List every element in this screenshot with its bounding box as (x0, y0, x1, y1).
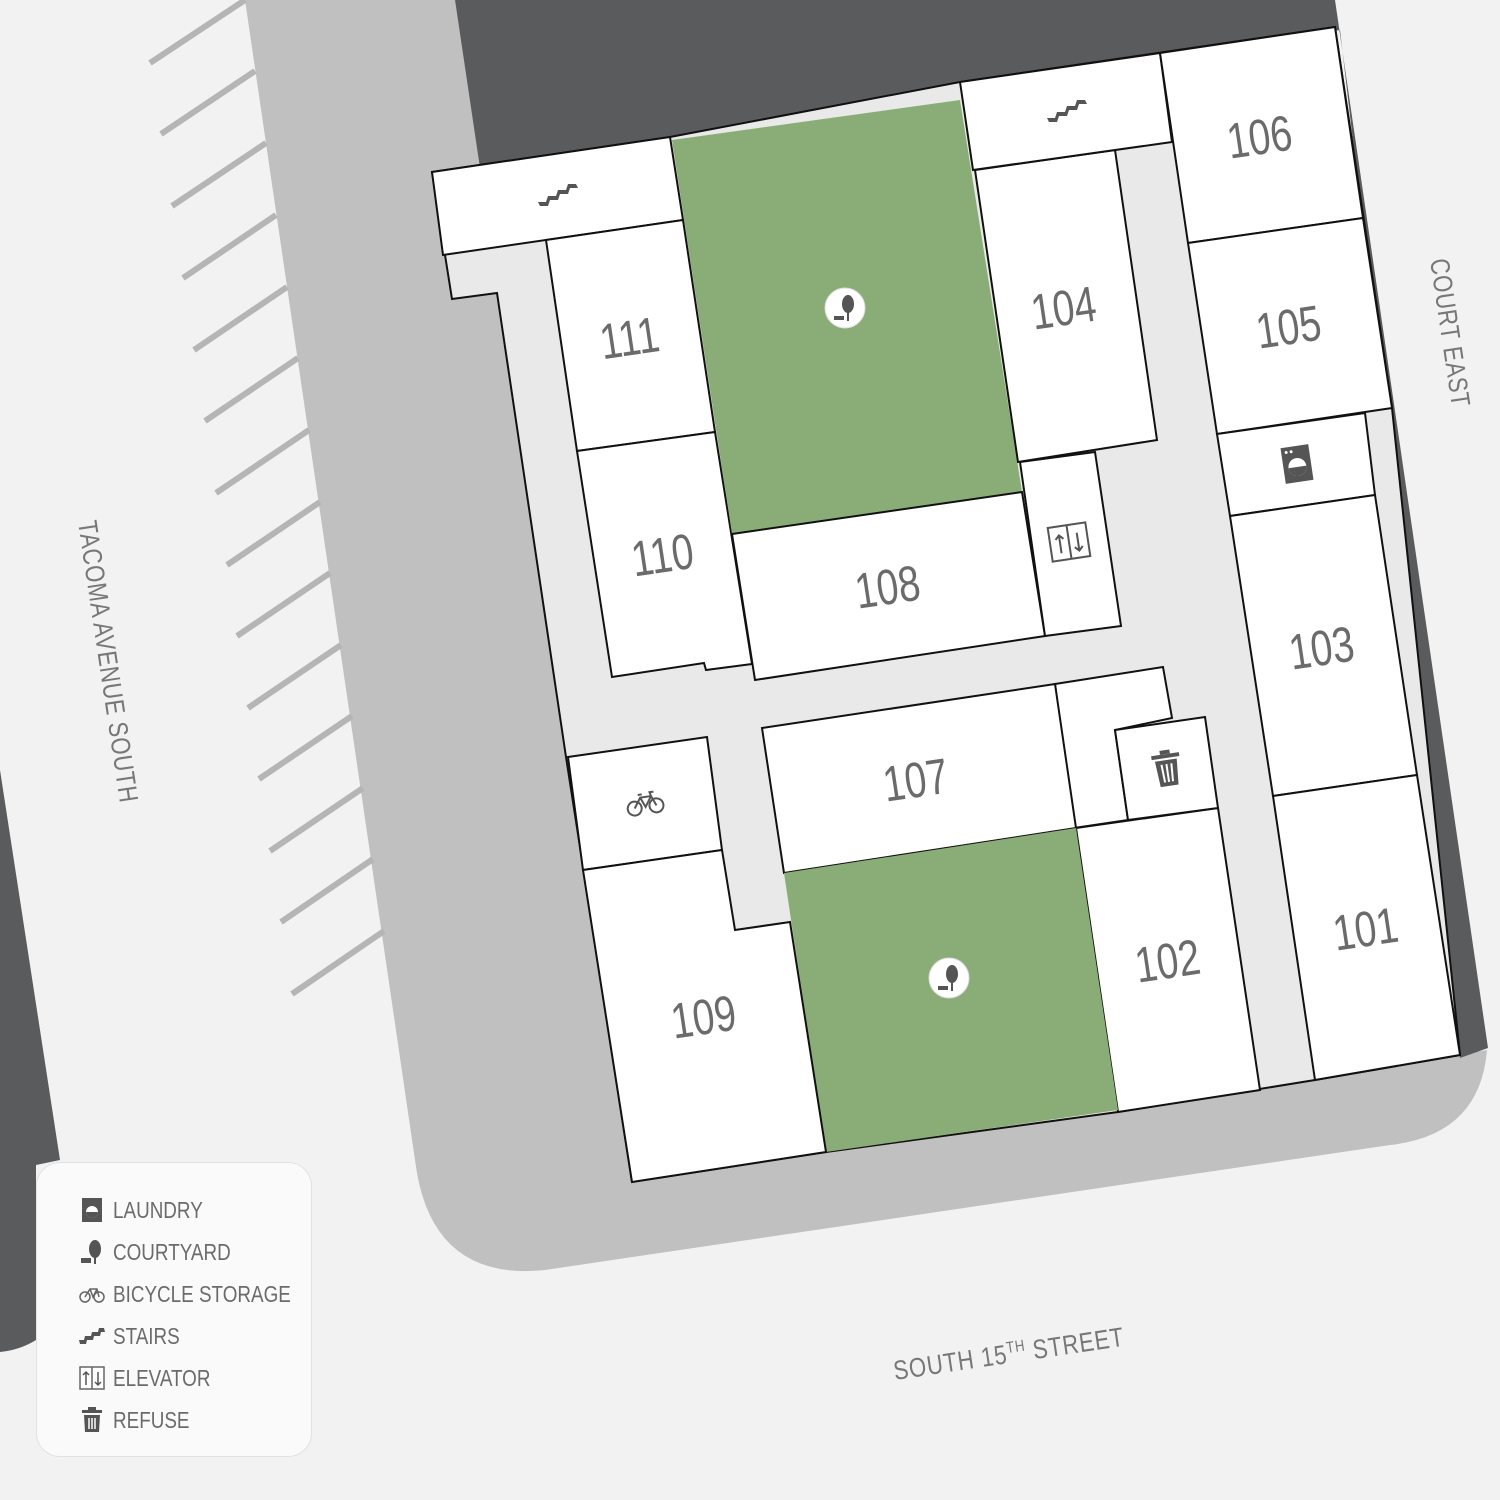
refuse-icon (1151, 749, 1180, 788)
street-label-tacoma-avenue-south: TACOMA AVENUE SOUTH (72, 519, 143, 805)
legend-label: COURTYARD (113, 1238, 231, 1265)
building-shadow (455, 0, 1488, 1058)
legend-item-bicycle-storage: BICYCLE STORAGE (79, 1273, 311, 1315)
map-legend: LAUNDRY COURTYARD BICYCLE STORAGE STAIRS… (36, 1162, 312, 1457)
legend-item-courtyard: COURTYARD (79, 1231, 311, 1273)
unit-109[interactable] (581, 848, 828, 1184)
unit-102-label: 102 (1131, 928, 1204, 994)
laundry-icon (1280, 444, 1314, 484)
bicycle-storage-room[interactable] (566, 735, 724, 872)
refuse-icon (79, 1407, 105, 1433)
unit-104-label: 104 (1027, 275, 1100, 341)
unit-105[interactable] (1186, 216, 1394, 436)
unit-107-label: 107 (879, 747, 952, 813)
unit-106-label: 106 (1223, 104, 1296, 170)
legend-label: BICYCLE STORAGE (113, 1280, 291, 1307)
unit-110[interactable] (575, 430, 754, 679)
courtyard-icon (824, 287, 866, 329)
unit-101-label: 101 (1329, 896, 1402, 962)
courtyard-icon (79, 1239, 105, 1265)
unit-109-label: 109 (667, 984, 740, 1050)
elevator-icon (1046, 521, 1092, 563)
laundry-icon (79, 1197, 105, 1223)
unit-108-label: 108 (851, 554, 924, 620)
street-label-court-east: COURT EAST (1424, 257, 1475, 410)
legend-label: LAUNDRY (113, 1196, 203, 1223)
legend-item-laundry: LAUNDRY (79, 1189, 311, 1231)
unit-103-label: 103 (1285, 615, 1358, 681)
legend-label: REFUSE (113, 1406, 190, 1433)
legend-item-elevator: ELEVATOR (79, 1357, 311, 1399)
street-label-south-15th-street: SOUTH 15TH STREET (892, 1323, 1127, 1387)
unit-111-label: 111 (596, 305, 663, 370)
bicycle-icon (626, 790, 665, 817)
bicycle-icon (79, 1281, 105, 1307)
legend-item-refuse: REFUSE (79, 1399, 311, 1441)
unit-110-label: 110 (628, 522, 698, 587)
legend-label: ELEVATOR (113, 1364, 211, 1391)
legend-label: STAIRS (113, 1322, 180, 1349)
unit-105-label: 105 (1252, 294, 1325, 360)
west-sidewalk-dark (0, 770, 60, 1352)
courtyard-icon (928, 957, 970, 999)
south-street-ordinal: TH (1005, 1337, 1027, 1357)
road (245, 0, 1487, 1272)
south-street-prefix: SOUTH 15 (892, 1340, 1010, 1386)
south-street-suffix: STREET (1024, 1323, 1126, 1367)
legend-item-stairs: STAIRS (79, 1315, 311, 1357)
elevator-icon (79, 1365, 105, 1391)
parking-stripes (148, 0, 386, 997)
stairs-icon (79, 1323, 105, 1349)
unit-101[interactable] (1271, 773, 1462, 1082)
